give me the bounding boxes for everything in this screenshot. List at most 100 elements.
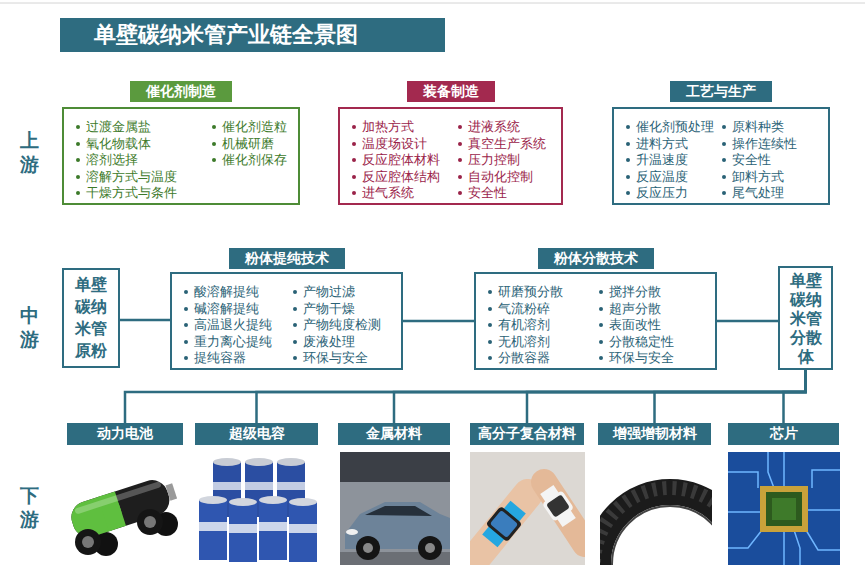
top-rule bbox=[0, 3, 865, 4]
text-stack: 高分子复合材料 bbox=[478, 425, 576, 443]
battery-picture bbox=[62, 452, 185, 565]
capacitor-picture bbox=[195, 452, 320, 565]
chip-picture bbox=[728, 452, 840, 565]
list-item: 安全性 bbox=[458, 185, 561, 202]
list-item: 压力控制 bbox=[458, 152, 561, 169]
section-box: 粉体分散技术研磨预分散气流粉碎有机溶剂无机溶剂分散容器搅拌分散超声分散表面改性分… bbox=[474, 272, 717, 370]
tag-text: 动力电池 bbox=[97, 425, 153, 443]
section-heading: 催化剂制造 bbox=[130, 81, 232, 102]
list-item: 温度场设计 bbox=[352, 136, 458, 153]
list-item: 进气系统 bbox=[352, 185, 458, 202]
list-item: 搅拌分散 bbox=[599, 284, 715, 301]
list-item: 环保与安全 bbox=[293, 350, 401, 367]
list-item: 干燥方式与条件 bbox=[76, 185, 212, 202]
list-item: 催化剂造粒 bbox=[212, 119, 298, 136]
list-item: 卸料方式 bbox=[722, 169, 828, 186]
section-box: 催化剂制造过渡金属盐氧化物载体溶剂选择溶解方式与温度干燥方式与条件催化剂造粒机械… bbox=[62, 107, 300, 205]
list-item: 废液处理 bbox=[293, 334, 401, 351]
section-heading: 工艺与生产 bbox=[670, 81, 772, 102]
list-item: 催化剂保存 bbox=[212, 152, 298, 169]
text-stack: 单壁碳纳米管原粉 bbox=[74, 274, 108, 362]
item-list: 催化剂预处理进料方式升温速度反应温度反应压力原料种类操作连续性安全性卸料方式尾气… bbox=[614, 109, 828, 202]
list-item: 升温速度 bbox=[626, 152, 722, 169]
tag-text: 超级电容 bbox=[229, 425, 285, 443]
list-item: 分散容器 bbox=[488, 350, 599, 367]
connector bbox=[527, 370, 806, 423]
product-box: 单壁碳纳米管原粉 bbox=[62, 268, 120, 368]
list-item: 原料种类 bbox=[722, 119, 828, 136]
connector bbox=[125, 370, 806, 423]
item-list: 酸溶解提纯碱溶解提纯高温退火提纯重力离心提纯提纯容器 产物过滤产物干燥产物纯度检测… bbox=[172, 274, 401, 367]
list-item: 溶剂选择 bbox=[76, 152, 212, 169]
stage-label: 下游 bbox=[18, 483, 40, 531]
list-item: 无机溶剂 bbox=[488, 334, 599, 351]
item-list: 过渡金属盐氧化物载体溶剂选择溶解方式与温度干燥方式与条件 催化剂造粒机械研磨催化剂… bbox=[64, 109, 298, 202]
stage-label: 中游 bbox=[18, 303, 40, 351]
list-item: 酸溶解提纯 bbox=[184, 284, 293, 301]
section-heading: 粉体提纯技术 bbox=[229, 248, 345, 269]
car-picture bbox=[340, 452, 450, 565]
section-box: 粉体提纯技术酸溶解提纯碱溶解提纯高温退火提纯重力离心提纯提纯容器产物过滤产物干燥… bbox=[170, 272, 403, 370]
list-item: 高温退火提纯 bbox=[184, 317, 293, 334]
text-stack: 单壁碳纳米管分散体 bbox=[789, 271, 822, 366]
list-item: 氧化物载体 bbox=[76, 136, 212, 153]
tag-text: 高分子复合材料 bbox=[478, 425, 576, 443]
list-item: 提纯容器 bbox=[184, 350, 293, 367]
tag-text: 增强增韧材料 bbox=[613, 425, 697, 443]
connector bbox=[655, 370, 806, 423]
connector bbox=[717, 320, 778, 323]
list-item: 过渡金属盐 bbox=[76, 119, 212, 136]
tag-text: 金属材料 bbox=[366, 425, 422, 443]
list-item: 反应压力 bbox=[626, 185, 722, 202]
section-box: 工艺与生产催化剂预处理进料方式升温速度反应温度反应压力原料种类操作连续性安全性卸… bbox=[612, 107, 830, 205]
list-item: 反应腔体结构 bbox=[352, 169, 458, 186]
connector bbox=[120, 319, 170, 322]
list-item: 分散稳定性 bbox=[599, 334, 715, 351]
application-tag: 金属材料 bbox=[338, 423, 450, 445]
text-stack: 芯片 bbox=[770, 425, 798, 443]
list-item: 反应腔体材料 bbox=[352, 152, 458, 169]
section-heading: 装备制造 bbox=[407, 81, 495, 102]
application-tag: 芯片 bbox=[728, 423, 839, 445]
list-item: 表面改性 bbox=[599, 317, 715, 334]
list-item: 环保与安全 bbox=[599, 350, 715, 367]
text-stack: 增强增韧材料 bbox=[613, 425, 697, 443]
stage-label: 上游 bbox=[18, 128, 40, 176]
list-item: 尾气处理 bbox=[722, 185, 828, 202]
list-item: 进液系统 bbox=[458, 119, 561, 136]
application-tag: 超级电容 bbox=[195, 423, 318, 445]
connector bbox=[257, 370, 806, 423]
application-tag: 动力电池 bbox=[67, 423, 183, 445]
text-stack: 金属材料 bbox=[366, 425, 422, 443]
section-box: 装备制造加热方式温度场设计反应腔体材料反应腔体结构进气系统进液系统真空生产系统压… bbox=[338, 107, 563, 205]
connector bbox=[403, 320, 474, 323]
product-box: 单壁碳纳米管分散体 bbox=[778, 266, 833, 370]
list-item: 气流粉碎 bbox=[488, 301, 599, 318]
list-item: 研磨预分散 bbox=[488, 284, 599, 301]
list-item: 产物过滤 bbox=[293, 284, 401, 301]
tire-picture bbox=[594, 452, 746, 570]
item-list: 研磨预分散气流粉碎有机溶剂无机溶剂分散容器 搅拌分散超声分散表面改性分散稳定性环保… bbox=[476, 274, 715, 367]
connector bbox=[784, 370, 806, 423]
section-heading: 粉体分散技术 bbox=[538, 248, 654, 269]
item-list: 加热方式温度场设计反应腔体材料反应腔体结构进气系统 进液系统真空生产系统压力控制自… bbox=[340, 109, 561, 202]
list-item: 反应温度 bbox=[626, 169, 722, 186]
list-item: 真空生产系统 bbox=[458, 136, 561, 153]
list-item: 有机溶剂 bbox=[488, 317, 599, 334]
node-text: 单壁碳纳米管原粉 bbox=[74, 274, 108, 362]
list-item: 催化剂预处理 bbox=[626, 119, 722, 136]
list-item: 重力离心提纯 bbox=[184, 334, 293, 351]
list-item: 溶解方式与温度 bbox=[76, 169, 212, 186]
list-item: 自动化控制 bbox=[458, 169, 561, 186]
list-item: 机械研磨 bbox=[212, 136, 298, 153]
application-tag: 高分子复合材料 bbox=[470, 423, 584, 445]
list-item: 产物纯度检测 bbox=[293, 317, 401, 334]
list-item: 操作连续性 bbox=[722, 136, 828, 153]
list-item: 超声分散 bbox=[599, 301, 715, 318]
list-item: 加热方式 bbox=[352, 119, 458, 136]
node-text: 单壁碳纳米管分散体 bbox=[789, 271, 822, 366]
list-item: 产物干燥 bbox=[293, 301, 401, 318]
list-item: 碱溶解提纯 bbox=[184, 301, 293, 318]
text-stack: 超级电容 bbox=[229, 425, 285, 443]
